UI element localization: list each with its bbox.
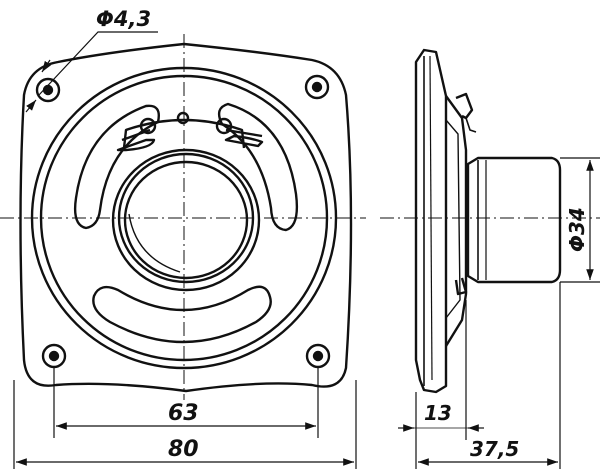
basket-slot-bottom [92, 285, 272, 344]
side-view [414, 48, 562, 394]
mounting-hole-bottom-left [41, 343, 67, 369]
hole-spacing-label: 63 [168, 401, 199, 426]
magnet-diameter-label: Φ34 [565, 207, 589, 252]
overall-depth-label: 37,5 [470, 437, 519, 461]
frame-thickness-label: 13 [424, 401, 452, 425]
terminal-right [215, 117, 264, 148]
terminal-left [116, 117, 157, 152]
mounting-hole-top-right [304, 74, 330, 100]
dimension-lines [13, 31, 600, 469]
side-magnet [466, 156, 562, 284]
front-view [19, 42, 353, 393]
terminal-strip [122, 118, 246, 149]
terminal-rivet [176, 111, 190, 125]
side-frame-flange [414, 48, 448, 394]
mounting-hole-bottom-right [305, 343, 331, 369]
frame-outline [19, 42, 353, 393]
magnet-outer-ring [111, 148, 261, 292]
side-terminal-tab [455, 92, 474, 120]
front-centerlines [0, 34, 366, 400]
dust-cap-crease [128, 213, 181, 273]
mounting-hole-top-left [35, 77, 61, 103]
dust-cap [123, 160, 249, 280]
overall-width-label: 80 [168, 437, 199, 462]
basket-slot-top-left [73, 104, 160, 230]
side-bottom-lug [454, 277, 468, 296]
side-basket [444, 95, 468, 347]
hole-diameter-label: Φ4,3 [96, 7, 151, 31]
